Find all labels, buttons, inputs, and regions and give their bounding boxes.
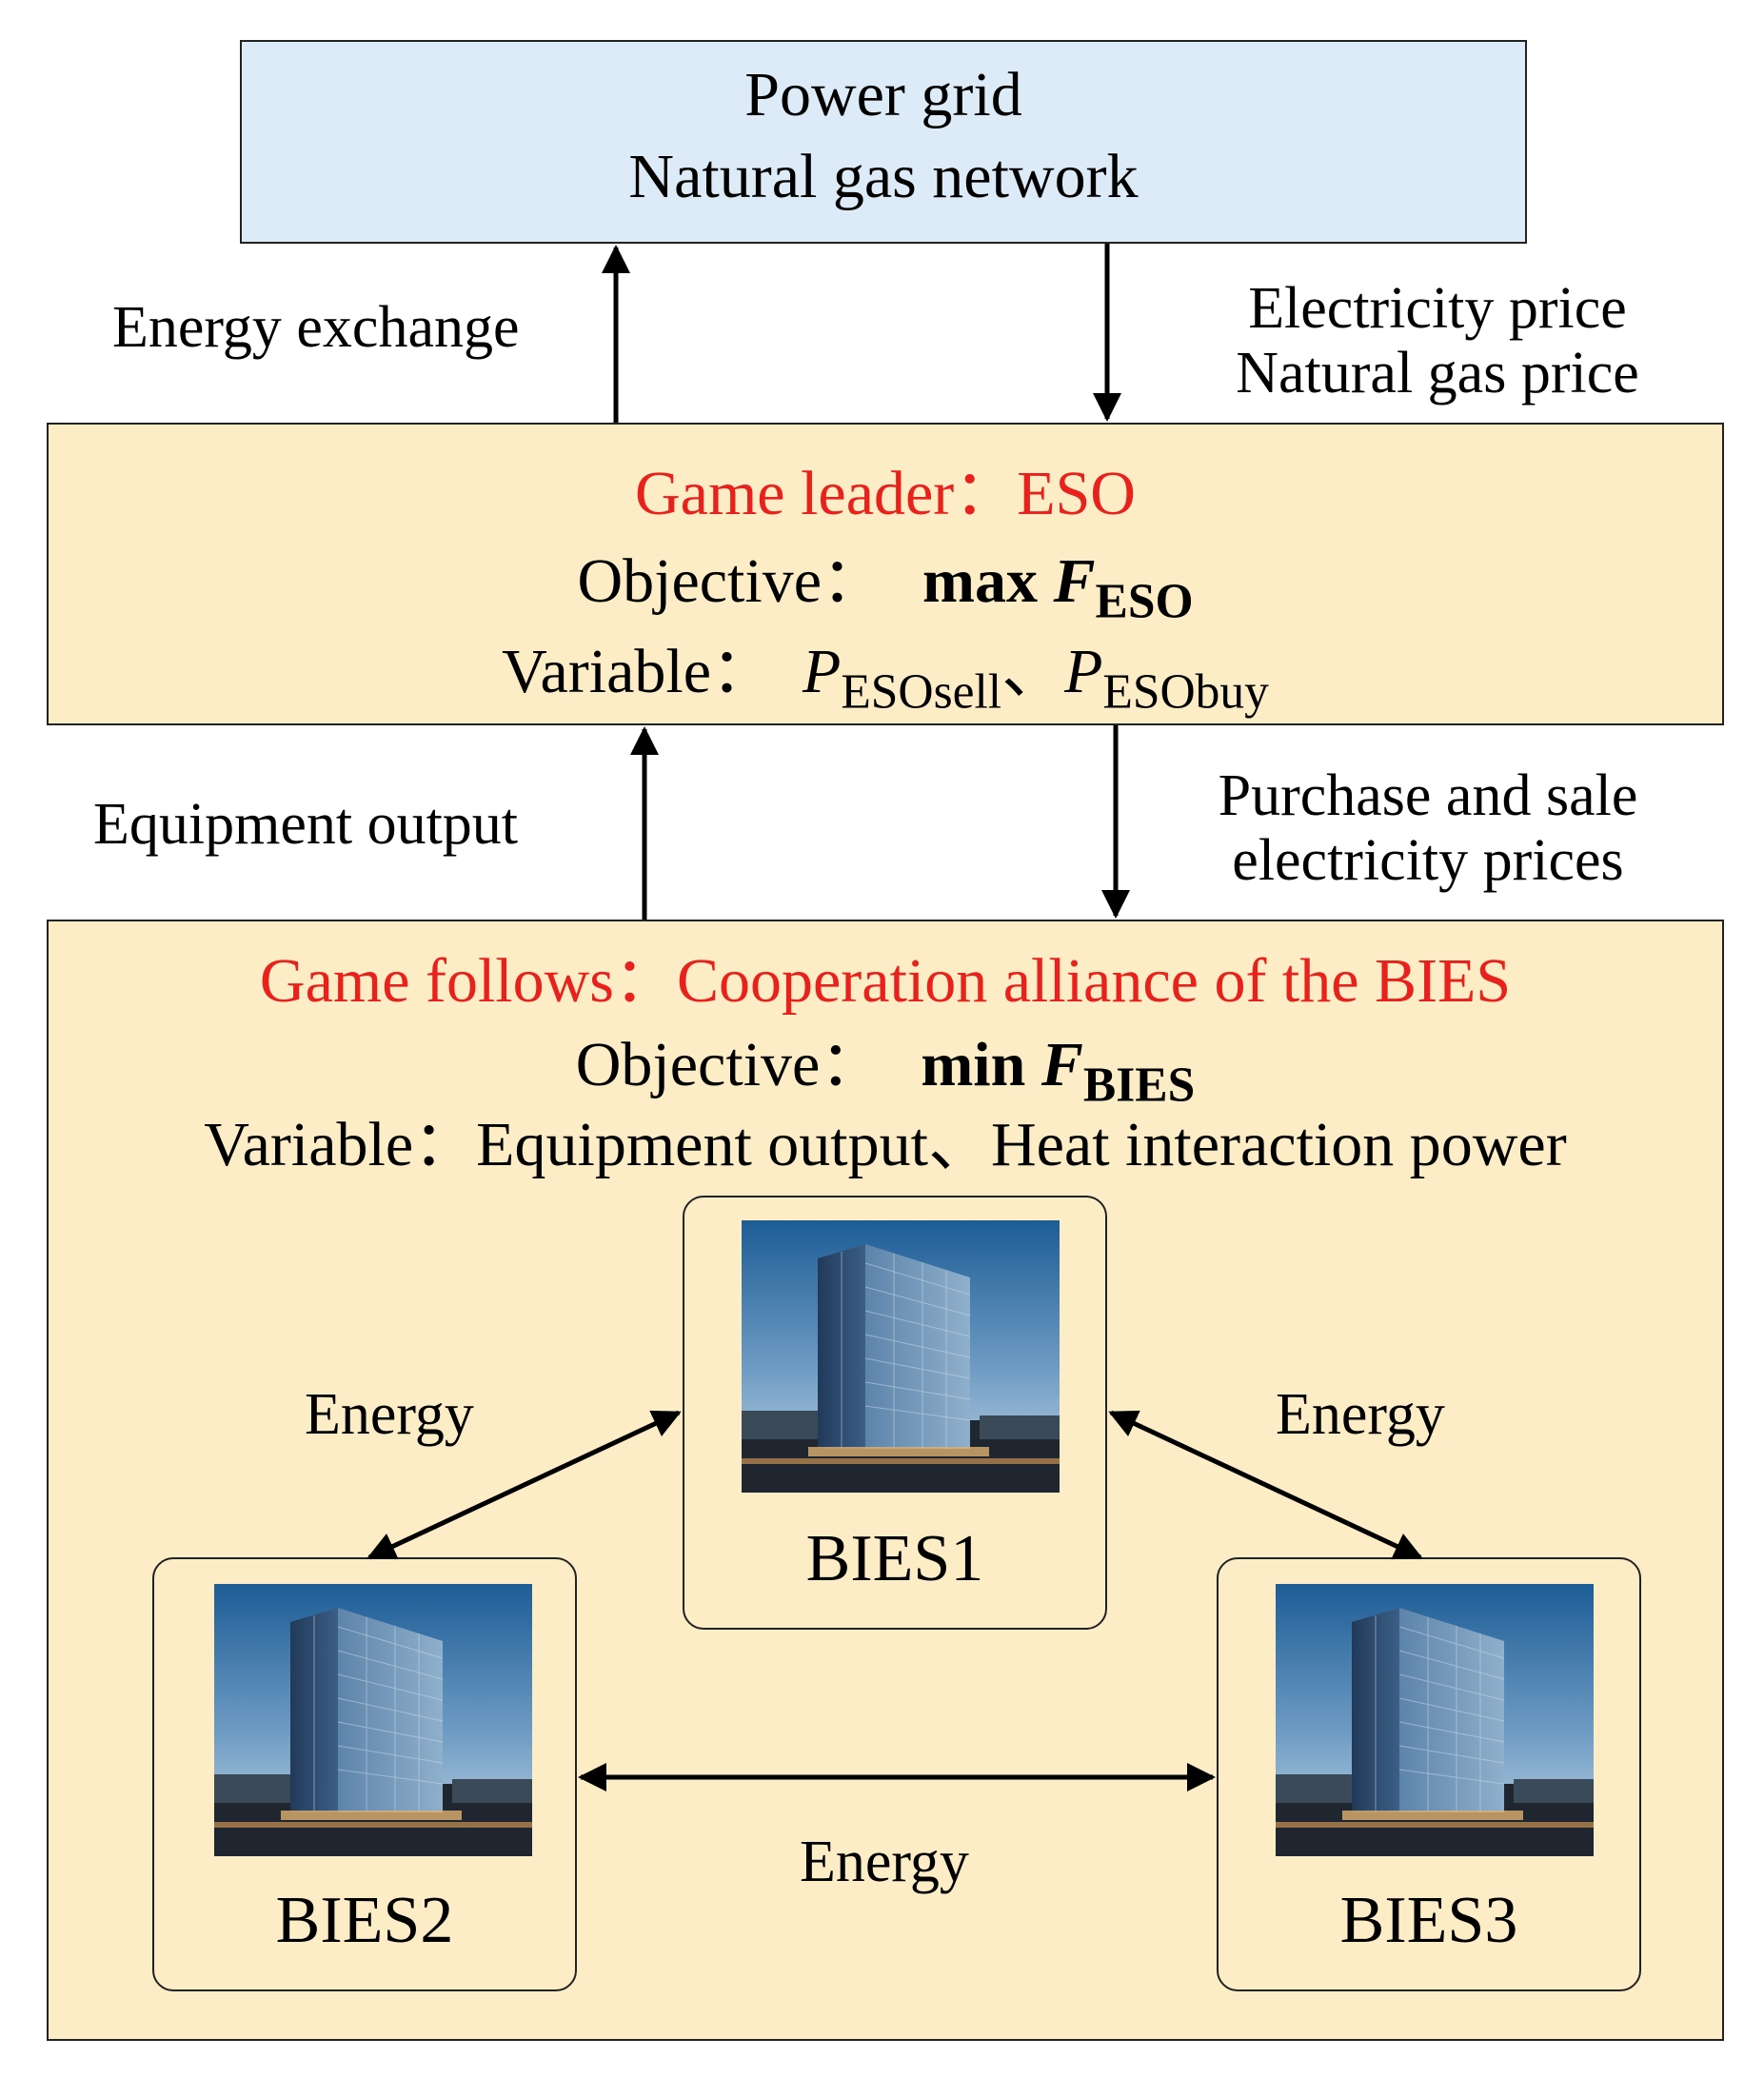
energy-arrow-1-2 bbox=[367, 1410, 682, 1560]
var-buy-subscript: ESObuy bbox=[1102, 664, 1269, 720]
purchase-sale-label: Purchase and sale electricity prices bbox=[1180, 763, 1675, 893]
var-sell: P bbox=[803, 637, 842, 706]
bies3-node: BIES3 bbox=[1217, 1557, 1641, 1991]
variable-label: Variable： bbox=[502, 637, 775, 706]
energy-exchange-label: Energy exchange bbox=[112, 295, 520, 360]
objective-subscript: ESO bbox=[1095, 574, 1194, 629]
prices-label: Electricity price Natural gas price bbox=[1199, 276, 1675, 406]
gas-network-label: Natural gas network bbox=[628, 142, 1139, 211]
var-separator: 、 bbox=[1001, 637, 1065, 706]
objective-operator: min bbox=[921, 1030, 1026, 1099]
objective-variable: F bbox=[1053, 546, 1096, 616]
bies1-label: BIES1 bbox=[805, 1522, 984, 1595]
objective-variable: F bbox=[1041, 1030, 1083, 1099]
bies3-label: BIES3 bbox=[1339, 1884, 1518, 1957]
bies2-label: BIES2 bbox=[275, 1884, 454, 1957]
energy-label-2-3: Energy bbox=[800, 1830, 969, 1894]
power-grid-label: Power grid bbox=[744, 60, 1022, 129]
leader-objective: Objective： max FESO bbox=[49, 529, 1722, 629]
energy-arrow-1-3 bbox=[1108, 1410, 1423, 1560]
purchase-line1: Purchase and sale bbox=[1218, 763, 1638, 828]
leader-variables: Variable：PESOsell、PESObuy bbox=[49, 620, 1722, 720]
follower-objective: Objective： min FBIES bbox=[49, 1013, 1722, 1113]
purchase-line2: electricity prices bbox=[1232, 828, 1624, 894]
equipment-output-label: Equipment output bbox=[93, 792, 519, 857]
objective-label: Objective： bbox=[577, 546, 885, 616]
objective-label: Objective： bbox=[575, 1030, 883, 1099]
bies1-node: BIES1 bbox=[683, 1196, 1107, 1630]
game-leader-box: Game leader：ESO Objective： max FESO Varia… bbox=[47, 423, 1724, 725]
objective-operator: max bbox=[922, 546, 1038, 616]
power-grid-box: Power grid Natural gas network bbox=[240, 40, 1527, 244]
gas-price-label: Natural gas price bbox=[1236, 341, 1639, 406]
electricity-price-label: Electricity price bbox=[1248, 276, 1627, 341]
follower-title: Game follows：Cooperation alliance of the… bbox=[259, 946, 1512, 1016]
follower-variables: Variable：Equipment output、Heat interacti… bbox=[204, 1110, 1567, 1179]
objective-subscript: BIES bbox=[1082, 1058, 1196, 1113]
var-sell-subscript: ESOsell bbox=[841, 664, 1002, 720]
bies2-node: BIES2 bbox=[152, 1557, 577, 1991]
var-buy: P bbox=[1064, 637, 1103, 706]
leader-title: Game leader：ESO bbox=[635, 459, 1136, 528]
